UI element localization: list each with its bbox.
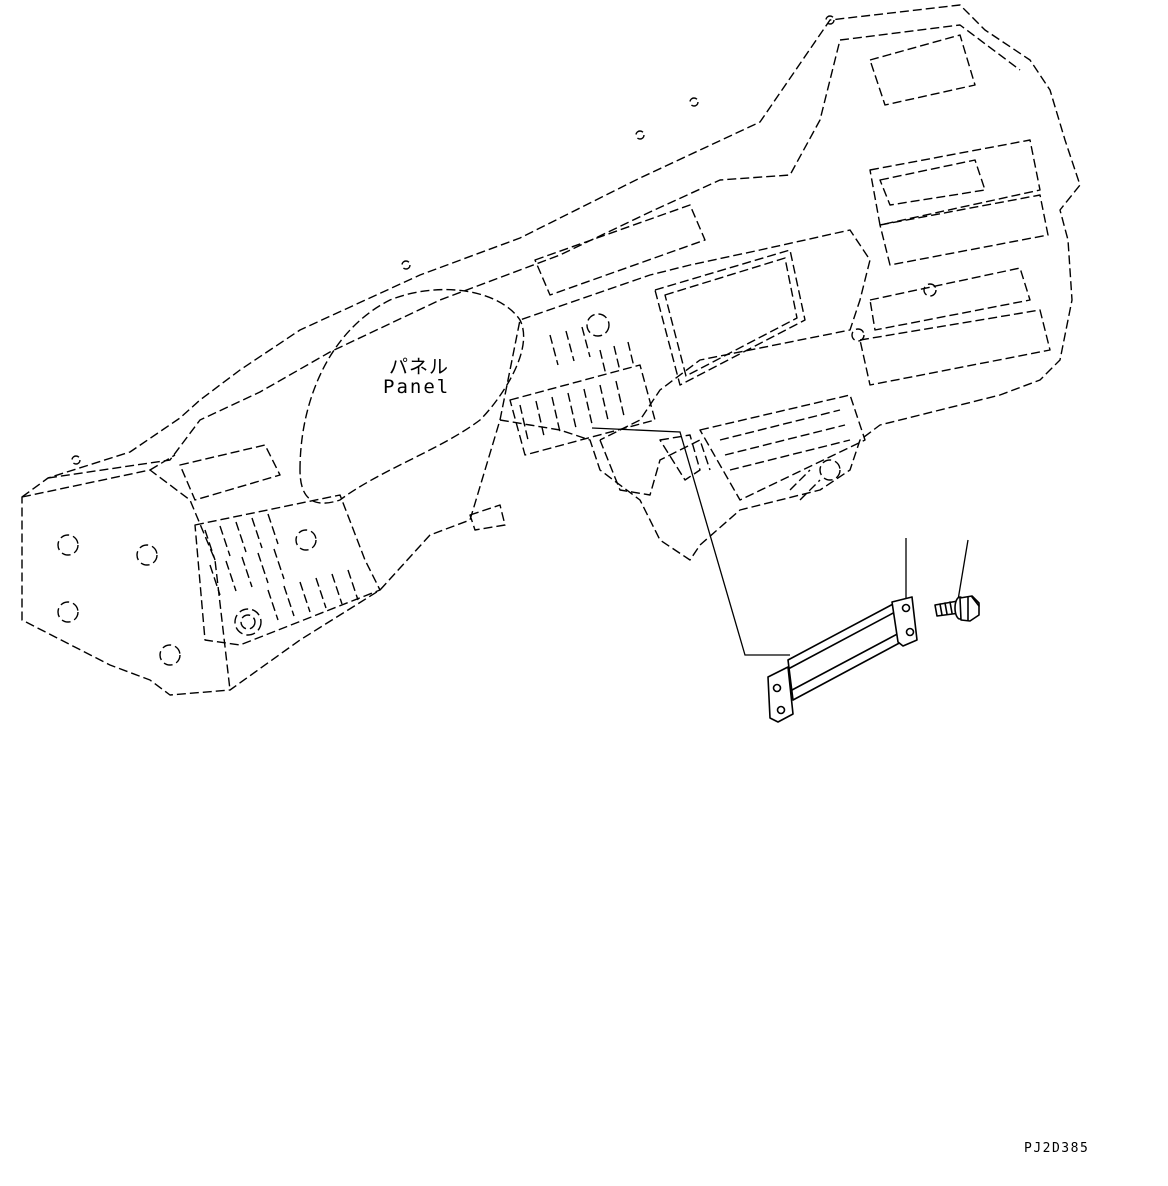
- bolt: [934, 595, 980, 622]
- bracket-hole: [905, 627, 915, 637]
- dashboard-panel-phantom: [21, 4, 1081, 696]
- left-button: [295, 529, 317, 551]
- drawing-code: PJ2D385: [1024, 1141, 1090, 1156]
- mounting-bracket: [767, 596, 918, 723]
- panel-outline: [21, 4, 1081, 696]
- center-console: [499, 229, 871, 441]
- switch-grid-center: [519, 326, 635, 441]
- panel-label-english: Panel: [383, 376, 451, 398]
- bracket-tab-right: [891, 596, 918, 647]
- bracket-hole: [901, 603, 911, 613]
- bracket-hole: [772, 683, 782, 693]
- leader-to-panel: [591, 427, 790, 656]
- leader-lines: [591, 427, 969, 656]
- center-switch-block: [509, 364, 656, 456]
- panel-left-end: [21, 454, 231, 691]
- end-hole: [57, 601, 79, 623]
- left-knob: [234, 608, 262, 636]
- end-hole: [159, 644, 181, 666]
- right-vent-block: [699, 394, 866, 501]
- display-screen: [654, 249, 806, 386]
- cluster-hood: [299, 288, 525, 504]
- end-hole: [136, 544, 158, 566]
- switch-grid-left: [204, 513, 359, 621]
- end-hole: [57, 534, 79, 556]
- panel-label-japanese: パネル: [389, 356, 450, 378]
- upper-right-screen: [869, 34, 976, 106]
- bolt-head: [959, 595, 980, 622]
- bracket-hole: [776, 705, 786, 715]
- bracket-tab-left: [767, 666, 794, 723]
- lower-tab: [469, 439, 711, 531]
- leader-to-bolt: [957, 539, 969, 601]
- left-switch-block: [194, 494, 381, 646]
- center-button: [586, 313, 610, 337]
- right-knob: [819, 459, 841, 481]
